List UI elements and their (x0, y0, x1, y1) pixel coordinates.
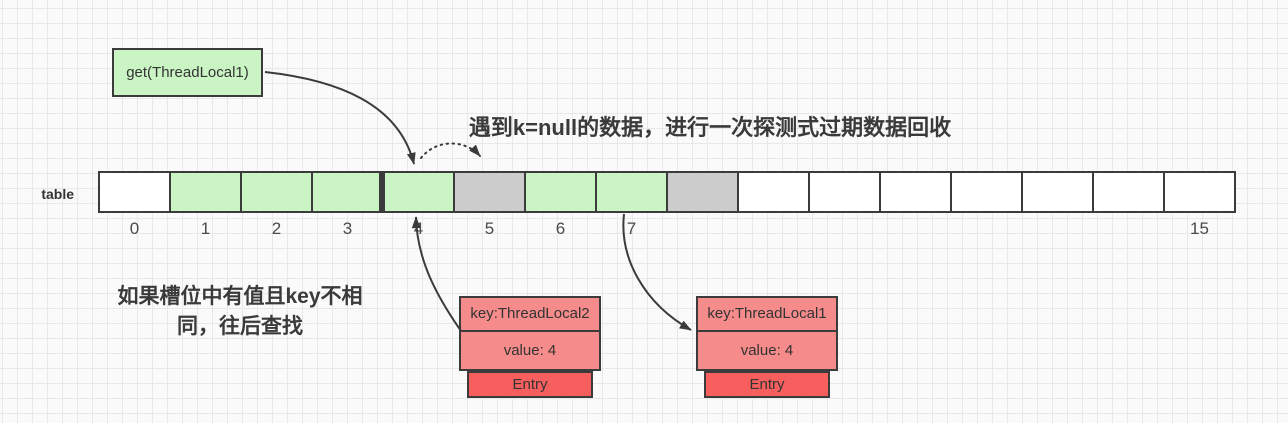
get-call-box: get(ThreadLocal1) (112, 48, 263, 97)
entry-box-threadlocal2: key:ThreadLocal2 value: 4 Entry (459, 296, 601, 398)
probe-next-note-line2: 同，往后查找 (177, 315, 303, 338)
slot3-slot4-thick-divider (379, 171, 385, 213)
cell-index-label-3: 3 (342, 219, 353, 238)
entry1-value-row: value: 4 (696, 330, 838, 371)
entry2-key-row: key:ThreadLocal2 (459, 296, 601, 332)
table-cell-13 (1021, 171, 1094, 213)
entry2-tag-row: Entry (467, 371, 593, 398)
table-cell-12 (950, 171, 1023, 213)
table-cell-2 (240, 171, 313, 213)
cell-index-label-15: 15 (1190, 219, 1209, 238)
entry1-tag-row: Entry (704, 371, 830, 398)
cell-index-label-1: 1 (200, 219, 211, 238)
entry1-key-row: key:ThreadLocal1 (696, 296, 838, 332)
cell-index-label-6: 6 (555, 219, 566, 238)
table-cell-4 (382, 171, 455, 213)
table-cell-8 (666, 171, 739, 213)
probe-next-note-line1: 如果槽位中有值且key不相 (117, 285, 363, 308)
cell-index-label-2: 2 (271, 219, 282, 238)
get-call-label: get(ThreadLocal1) (126, 64, 249, 81)
table-cell-6 (524, 171, 597, 213)
table-cell-0 (98, 171, 171, 213)
table-cell-7 (595, 171, 668, 213)
table-cell-11 (879, 171, 952, 213)
table-cells (98, 171, 1236, 213)
get-to-slot4-arrow (264, 71, 416, 165)
table-cell-9 (737, 171, 810, 213)
table-cell-10 (808, 171, 881, 213)
entry-box-threadlocal1: key:ThreadLocal1 value: 4 Entry (696, 296, 838, 398)
entry2-value-row: value: 4 (459, 330, 601, 371)
probe-next-note: 如果槽位中有值且key不相 同，往后查找 (100, 282, 380, 342)
cell-index-label-7: 7 (626, 219, 637, 238)
table-label: table (41, 186, 74, 202)
probe-slot4-to-slot5-dotted-arrow (420, 142, 481, 159)
cell-index-label-4: 4 (413, 219, 424, 238)
cell-index-label-5: 5 (484, 219, 495, 238)
table-cell-15 (1163, 171, 1236, 213)
table-cell-5 (453, 171, 526, 213)
table-cell-1 (169, 171, 242, 213)
cell-index-label-0: 0 (129, 219, 140, 238)
expired-data-cleanup-note: 遇到k=null的数据，进行一次探测式过期数据回收 (468, 115, 952, 140)
table-cell-3 (311, 171, 384, 213)
table-cell-14 (1092, 171, 1165, 213)
